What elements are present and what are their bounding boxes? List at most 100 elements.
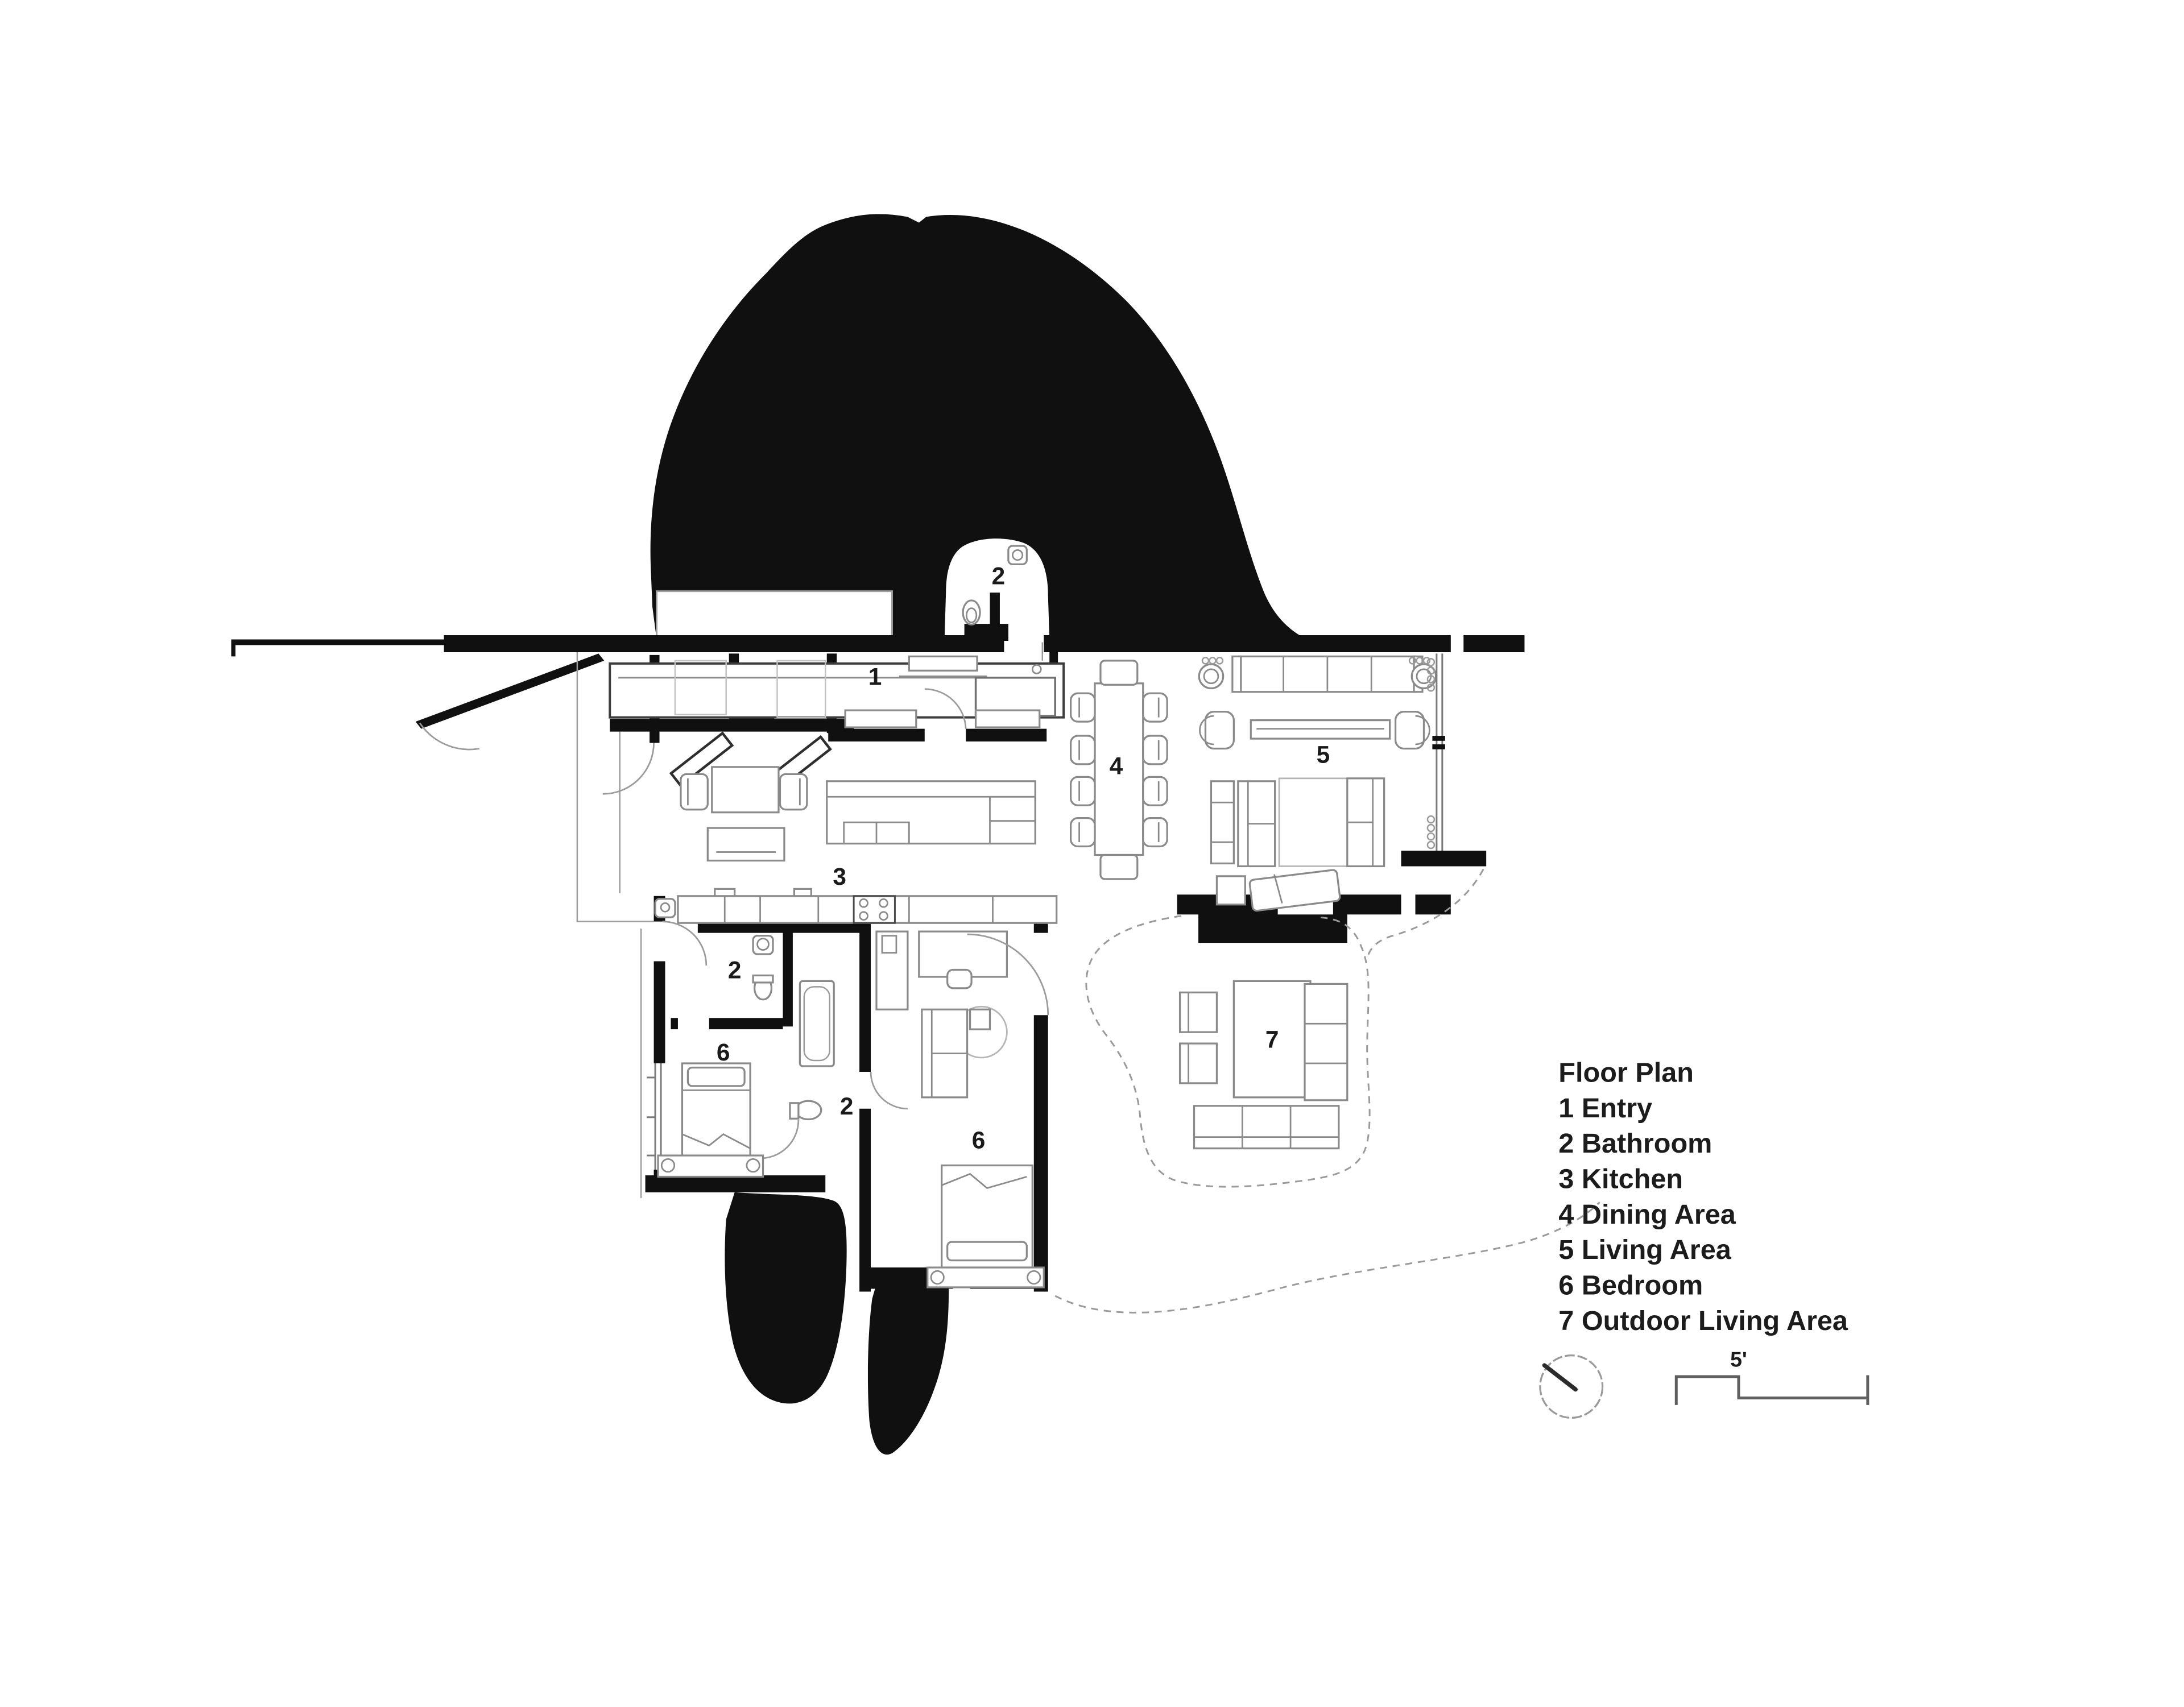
toilet-icon (962, 599, 981, 625)
coil (1426, 832, 1436, 841)
patio-door-arc (967, 933, 1049, 1016)
bed-foot-bench (926, 1266, 1045, 1288)
coil (1426, 658, 1436, 666)
room-labels: 2 1 3 4 5 2 6 2 6 7 (717, 562, 1330, 1153)
mullion-tick (1432, 736, 1445, 741)
powder-room-wall-stub (990, 593, 1000, 627)
mullion-tick (1432, 744, 1445, 749)
window-wall-east (1426, 653, 1445, 851)
storage-cabinet (609, 662, 1065, 719)
bench-knob (930, 1270, 945, 1285)
rock-south-right (867, 1288, 949, 1455)
entry-room (844, 642, 1043, 729)
burner-1 (859, 898, 868, 908)
room-label-bathroom-upper: 2 (728, 956, 742, 983)
kitchen-chair-left (680, 773, 709, 811)
legend-item-entry: 1 Entry (1558, 1093, 1652, 1124)
legend-item-kitchen: 3 Kitchen (1558, 1163, 1683, 1194)
coil (1422, 657, 1431, 665)
patio-boundary-dashed (1085, 915, 1371, 1188)
bench-knob (746, 1158, 760, 1173)
dining-chair-bottom (1099, 854, 1139, 880)
terrain-contour-dashed (1054, 1201, 1600, 1314)
sink-basin-icon (1012, 549, 1024, 561)
chair (1069, 776, 1096, 806)
counter-faucet-left (714, 888, 736, 897)
bed-fold-line (941, 1172, 1027, 1189)
site-lines (576, 652, 1600, 1314)
legend-item-bedroom: 6 Bedroom (1558, 1270, 1703, 1300)
toilet-tank-side (789, 1102, 800, 1120)
bench-knob (660, 1158, 676, 1173)
room-label-bathroom-center: 2 (840, 1093, 854, 1120)
scale-bar: 5' (1674, 1348, 1869, 1405)
legend-title: Floor Plan (1558, 1057, 1694, 1088)
bedroom-right (875, 930, 1049, 1288)
coil (1426, 823, 1436, 832)
bed-foot-bench (657, 1154, 764, 1178)
entry-door-arc (924, 688, 967, 729)
room-label-dining: 4 (1110, 752, 1123, 779)
compass-needle (1542, 1363, 1578, 1392)
chair (1069, 817, 1096, 848)
kitchen (654, 766, 1058, 924)
rock-outcrops-south (725, 1192, 949, 1455)
patio-boundary-dashed-east (1366, 868, 1484, 959)
carport-door-arc (419, 722, 480, 751)
entry-bench (908, 655, 978, 672)
entry-shelf-left (844, 709, 917, 728)
burner-3 (859, 911, 868, 921)
curtain-coil-top (1426, 658, 1436, 692)
stove-icon (853, 895, 896, 924)
scale-bar-shape (1674, 1375, 1869, 1405)
bathtub-icon (799, 980, 835, 1067)
closet-door-leaf-left (669, 731, 734, 788)
legend-item-dining: 4 Dining Area (1558, 1199, 1736, 1230)
wing-chair-left-line (1199, 715, 1214, 745)
wing-chair-left (1204, 711, 1235, 750)
structural-walls (231, 635, 1525, 1292)
dining-chairs-right (1142, 692, 1168, 848)
coil (1408, 657, 1417, 665)
bedroom-wing (647, 921, 1049, 1288)
room-label-outdoor: 7 (1265, 1026, 1279, 1053)
chair (1142, 817, 1168, 848)
outdoor-lounge (1304, 983, 1349, 1101)
bedroom-left (647, 1062, 764, 1178)
kitchen-island (826, 780, 1036, 845)
roof-edge-line-west (576, 652, 654, 922)
sofa-arm-left (1231, 655, 1242, 693)
legend-item-outdoor: 7 Outdoor Living Area (1558, 1306, 1848, 1336)
room-label-bedroom-left: 6 (717, 1039, 730, 1066)
curtain-coil-bottom (1426, 815, 1436, 850)
rock-shape (650, 214, 1308, 640)
coil (1215, 657, 1224, 665)
room-label-kitchen: 3 (833, 863, 846, 890)
outdoor-table (1232, 980, 1312, 1099)
wardrobe (875, 930, 909, 1010)
bathtub-basin (803, 986, 830, 1062)
powder-room-north (962, 545, 1028, 641)
outdoor-chair-2 (1178, 1042, 1218, 1084)
coil (1426, 683, 1436, 692)
dining-chairs-left (1069, 692, 1096, 848)
closet-box-left (674, 660, 727, 715)
legend-item-bathroom: 2 Bathroom (1558, 1128, 1712, 1159)
chair (1142, 735, 1168, 765)
living-area (1198, 653, 1445, 912)
side-table-left-inner (1203, 668, 1219, 685)
room-label-living: 5 (1317, 741, 1330, 768)
dining-chair-top (1099, 660, 1139, 686)
entry-roof-outline (656, 590, 893, 639)
burner-4 (879, 911, 888, 921)
desk-chair (946, 968, 973, 989)
room-label-entry: 1 (868, 663, 882, 690)
kitchen-sink-dot (660, 902, 671, 913)
compass-circle (1539, 1354, 1604, 1419)
bedroom-side-table (969, 1008, 991, 1030)
kitchen-door-arc (602, 743, 655, 795)
burner-2 (879, 898, 888, 908)
wing-chair-right (1394, 711, 1425, 750)
sink-basin-icon (756, 938, 770, 951)
